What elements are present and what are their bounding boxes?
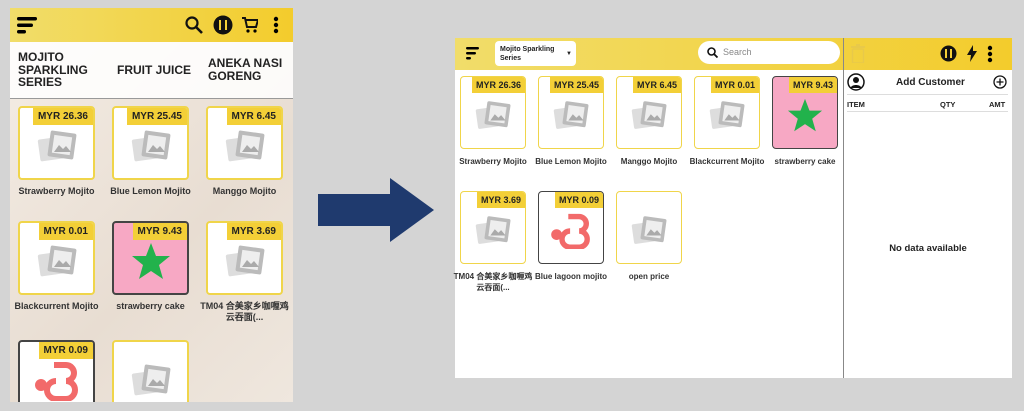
add-circle-icon[interactable] xyxy=(993,75,1007,89)
tab-mojito[interactable]: MOJITO SPARKLING SERIES xyxy=(18,50,88,89)
cart-icon[interactable] xyxy=(242,17,258,33)
price-badge: MYR 6.45 xyxy=(226,108,281,125)
category-select[interactable]: Mojito Sparkling Series ▼ xyxy=(495,41,576,66)
star-image xyxy=(787,98,823,132)
image-placeholder-icon xyxy=(37,245,76,276)
menu-icon[interactable] xyxy=(466,46,480,60)
dine-icon[interactable] xyxy=(940,45,957,62)
product-name: Strawberry Mojito xyxy=(18,186,95,196)
image-placeholder-icon xyxy=(475,216,511,244)
arrow-icon xyxy=(318,178,434,247)
dine-icon[interactable] xyxy=(213,15,233,35)
product-name: Blue lagoon mojito xyxy=(535,272,607,281)
product-card[interactable]: MYR 0.01 xyxy=(18,221,95,295)
search-input[interactable]: Search xyxy=(698,41,840,64)
product-card[interactable]: MYR 25.45 xyxy=(112,106,189,180)
category-select-value: Mojito Sparkling Series xyxy=(500,46,555,62)
product-name: strawberry cake xyxy=(116,301,185,311)
trash-icon[interactable] xyxy=(851,44,865,63)
product-name: strawberry cake xyxy=(774,157,836,166)
image-placeholder-icon xyxy=(553,101,589,129)
tablet-header: Mojito Sparkling Series ▼ Search xyxy=(455,38,1012,378)
price-badge: MYR 9.43 xyxy=(788,77,837,93)
price-badge: MYR 3.69 xyxy=(476,192,525,208)
product-card[interactable]: MYR 0.09 xyxy=(18,340,95,402)
image-placeholder-icon xyxy=(131,130,170,161)
image-placeholder-icon xyxy=(131,364,170,395)
price-badge: MYR 26.36 xyxy=(32,108,93,125)
product-name: Manggo Mojito xyxy=(620,157,678,166)
column-qty: QTY xyxy=(940,100,956,109)
product-card[interactable]: MYR 6.45 xyxy=(206,106,283,180)
product-card[interactable]: MYR 0.09 xyxy=(538,191,604,264)
product-name: open price xyxy=(628,272,670,281)
product-card[interactable]: MYR 9.43 xyxy=(772,76,838,149)
price-badge: MYR 0.09 xyxy=(38,342,93,359)
cart-panel: Add Customer ITEM QTY AMT No data availa… xyxy=(844,70,1012,378)
price-badge: MYR 0.01 xyxy=(38,223,93,240)
search-icon[interactable] xyxy=(185,16,203,34)
price-badge: MYR 0.01 xyxy=(710,77,759,93)
price-badge: MYR 26.36 xyxy=(471,77,525,93)
product-name: Blue Lemon Mojito xyxy=(110,186,191,196)
product-name: Strawberry Mojito xyxy=(459,157,527,166)
column-amt: AMT xyxy=(989,100,1006,109)
price-badge: MYR 3.69 xyxy=(226,223,281,240)
product-card[interactable]: MYR 9.43 xyxy=(112,221,189,295)
product-card[interactable]: MYR 26.36 xyxy=(18,106,95,180)
image-placeholder-icon xyxy=(225,245,264,276)
chevron-down-icon: ▼ xyxy=(566,51,572,57)
image-placeholder-icon xyxy=(37,130,76,161)
price-badge: MYR 9.43 xyxy=(132,223,187,240)
add-customer-label[interactable]: Add Customer xyxy=(896,77,965,88)
price-badge: MYR 25.45 xyxy=(549,77,603,93)
image-placeholder-icon xyxy=(225,130,264,161)
product-card[interactable]: MYR 6.45 xyxy=(616,76,682,149)
more-icon[interactable] xyxy=(273,16,279,34)
column-item: ITEM xyxy=(847,100,865,109)
customer-icon[interactable] xyxy=(847,73,865,91)
tab-fruit-juice[interactable]: FRUIT JUICE xyxy=(117,63,192,77)
product-card[interactable]: MYR 3.69 xyxy=(206,221,283,295)
product-name: TM04 合美家乡咖喱鸡云吞面(... xyxy=(200,301,289,322)
phone-screen: MOJITO SPARKLING SERIES FRUIT JUICE ANEK… xyxy=(10,8,293,402)
product-name: Blue Lemon Mojito xyxy=(535,157,607,166)
product-card[interactable] xyxy=(616,191,682,264)
search-icon xyxy=(707,47,718,58)
menu-icon[interactable] xyxy=(17,15,39,35)
price-badge: MYR 0.09 xyxy=(554,192,603,208)
product-card[interactable]: MYR 26.36 xyxy=(460,76,526,149)
category-tabs: MOJITO SPARKLING SERIES FRUIT JUICE ANEK… xyxy=(10,42,293,99)
tablet-screen: Mojito Sparkling Series ▼ Search MYR 26.3… xyxy=(453,38,1012,378)
product-card[interactable]: MYR 25.45 xyxy=(538,76,604,149)
search-placeholder: Search xyxy=(723,47,752,57)
product-name: Blackcurrent Mojito xyxy=(14,301,99,311)
price-badge: MYR 25.45 xyxy=(126,108,187,125)
phone-header xyxy=(10,8,293,42)
product-name: Manggo Mojito xyxy=(212,186,277,196)
product-card[interactable]: MYR 0.01 xyxy=(694,76,760,149)
image-placeholder-icon xyxy=(475,101,511,129)
image-placeholder-icon xyxy=(631,101,667,129)
logo-image xyxy=(34,361,78,401)
logo-image xyxy=(551,213,590,250)
flash-icon[interactable] xyxy=(967,45,977,62)
empty-cart-message: No data available xyxy=(889,243,967,254)
star-image xyxy=(131,242,170,279)
more-icon[interactable] xyxy=(987,45,993,63)
price-badge: MYR 6.45 xyxy=(632,77,681,93)
product-name: TM04 合美家乡咖喱鸡云吞面(... xyxy=(453,272,533,292)
image-placeholder-icon xyxy=(631,216,667,244)
product-name: Blackcurrent Mojito xyxy=(689,157,765,166)
product-card[interactable] xyxy=(112,340,189,402)
image-placeholder-icon xyxy=(709,101,745,129)
tab-aneka-nasi[interactable]: ANEKA NASI GORENG xyxy=(208,56,283,83)
product-card[interactable]: MYR 3.69 xyxy=(460,191,526,264)
